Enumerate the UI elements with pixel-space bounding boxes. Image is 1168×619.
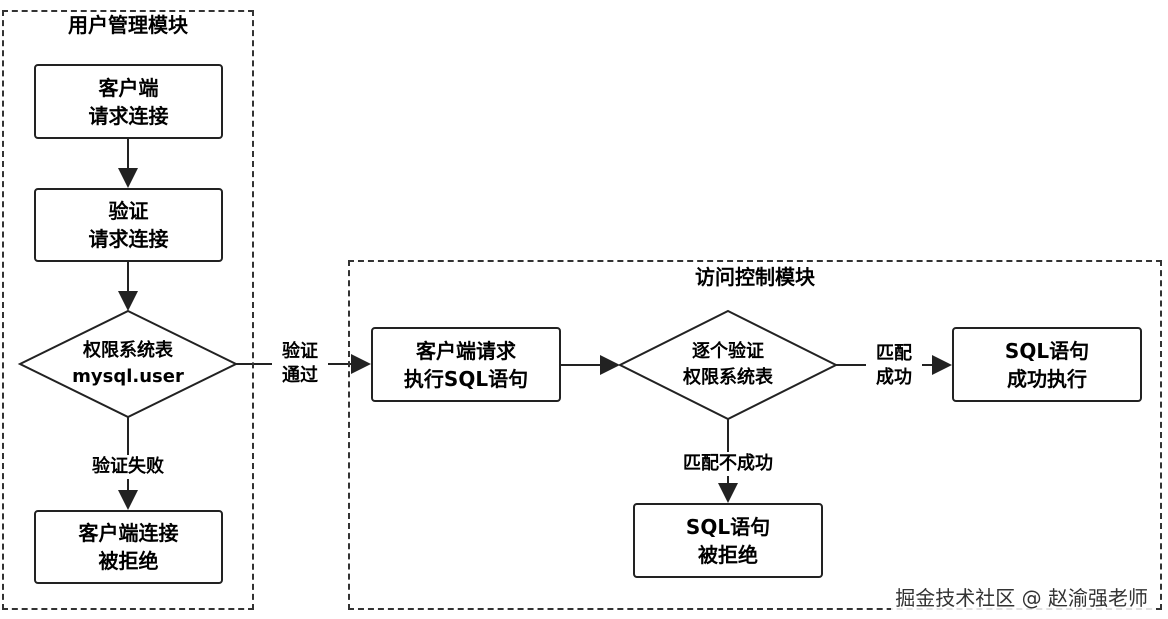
client-request-line2: 请求连接: [88, 103, 169, 128]
client-exec-sql-node: 客户端请求 执行SQL语句: [371, 327, 561, 402]
verify-each-line2: 权限系统表: [683, 367, 773, 388]
sql-success-node: SQL语句 成功执行: [952, 327, 1142, 402]
sql-rejected-line1: SQL语句: [685, 514, 771, 539]
client-request-line1: 客户端: [98, 75, 159, 100]
edge-label-verify-pass: 验证 通过: [272, 340, 328, 388]
footer-credit: 掘金技术社区 @ 赵渝强老师: [891, 582, 1152, 611]
access-control-module: [348, 260, 1162, 610]
edge-label-no-match: 匹配不成功: [674, 452, 782, 476]
user-management-module: [2, 10, 254, 610]
client-exec-sql-line1: 客户端请求: [416, 338, 516, 363]
client-rejected-line2: 被拒绝: [98, 549, 159, 573]
client-exec-sql-line2: 执行SQL语句: [403, 366, 529, 391]
permission-table-line1: 权限系统表: [83, 340, 173, 361]
client-request-node: 客户端 请求连接: [34, 64, 223, 139]
permission-table-line2: mysql.user: [72, 366, 184, 387]
verify-request-line1: 验证: [108, 199, 149, 223]
user-management-module-title: 用户管理模块: [68, 13, 188, 37]
permission-table-label: 权限系统表 mysql.user: [40, 330, 216, 398]
sql-rejected-node: SQL语句 被拒绝: [633, 503, 823, 578]
verify-request-node: 验证 请求连接: [34, 188, 223, 262]
verify-each-label: 逐个验证 权限系统表: [648, 332, 808, 398]
sql-success-line2: 成功执行: [1007, 366, 1087, 391]
edge-label-verify-pass-line2: 通过: [282, 365, 318, 386]
verify-each-line1: 逐个验证: [692, 341, 764, 362]
access-control-module-title: 访问控制模块: [695, 265, 815, 289]
edge-label-match: 匹配 成功: [866, 342, 922, 390]
edge-label-verify-fail: 验证失败: [84, 455, 172, 479]
client-rejected-line1: 客户端连接: [78, 521, 179, 545]
client-rejected-node: 客户端连接 被拒绝: [34, 510, 223, 584]
sql-success-line1: SQL语句: [1004, 338, 1090, 363]
edge-label-match-line1: 匹配: [876, 343, 912, 364]
sql-rejected-line2: 被拒绝: [698, 542, 758, 567]
edge-label-match-line2: 成功: [876, 367, 912, 388]
verify-request-line2: 请求连接: [88, 227, 169, 251]
edge-label-verify-pass-line1: 验证: [282, 341, 318, 362]
